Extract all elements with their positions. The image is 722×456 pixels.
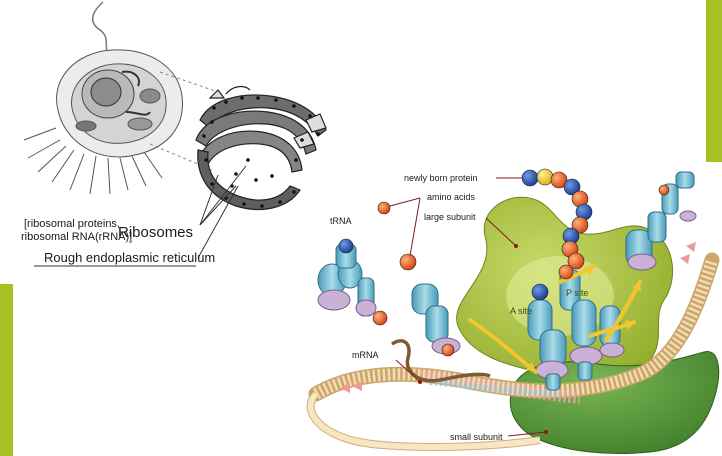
small-subunit-label: small subunit [450,432,503,442]
ribosome-dots [202,96,320,208]
mrna-label: mRNA [352,350,379,360]
strand-squiggle [391,339,491,383]
cell-illustration [23,1,183,195]
accent-bar-left [0,284,13,456]
ribosome-pointers [197,165,247,259]
free-trna-left-2 [411,283,461,355]
newly-born-protein-label: newly born protein [404,173,478,183]
trna-label: tRNA [330,216,352,226]
protein-chain [521,168,593,280]
ribosomes-label: Ribosomes [118,224,193,241]
trna-a-site [527,299,569,391]
label-pointers [389,177,547,437]
trna-exit-top-right [625,211,667,271]
trna-leaving [599,305,625,358]
mrna-strand [306,252,720,451]
large-subunit-label: large subunit [424,212,476,222]
rough-er-label: Rough endoplasmic reticulum [44,250,215,265]
amino-acid-spheres [338,184,670,357]
ribosome-components-line2: ribosomal RNA(rRNA)] [21,231,132,243]
trna-far-top-right [661,171,697,222]
pointer-dots [418,244,548,434]
accent-bar-right [706,0,722,162]
free-trna-left [317,243,377,317]
direction-arrows [340,242,696,393]
a-site-label: A site [510,306,532,316]
movement-arrowheads [526,266,641,372]
rough-er-illustration [195,85,327,211]
amino-acids-label: amino acids [427,192,476,202]
trna-group [317,171,697,391]
ribosome-components-line1: [ribosomal proteins, [24,218,120,230]
trna-p-site [559,269,603,381]
p-site-label: P site [566,288,588,298]
